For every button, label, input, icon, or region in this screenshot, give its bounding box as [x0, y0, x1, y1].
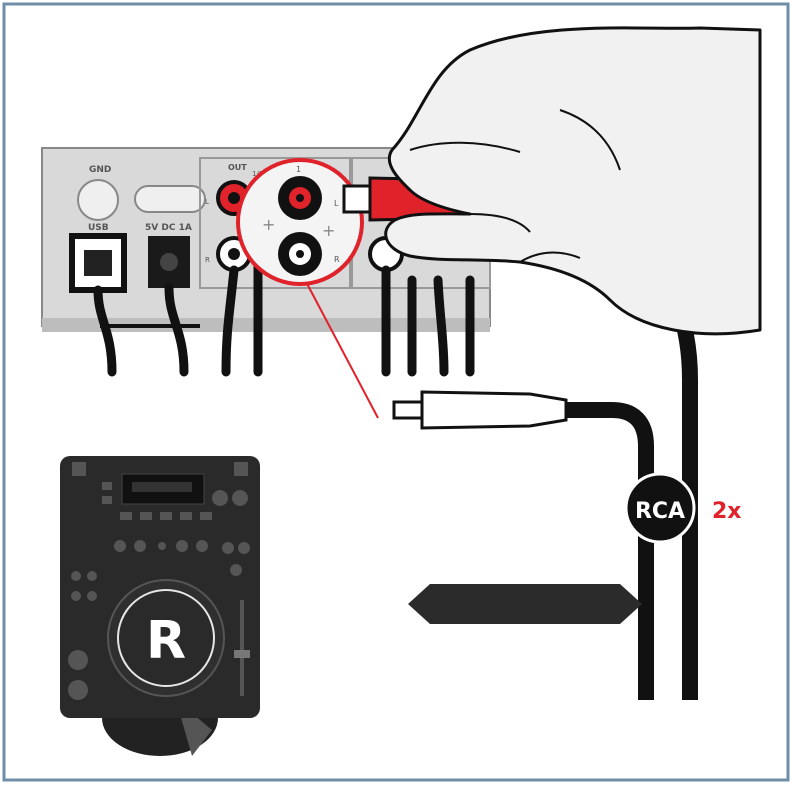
- rca-plug-white-icon: [420, 390, 568, 430]
- rca-badge: RCA 2x: [624, 472, 742, 544]
- usb-label: USB: [88, 223, 109, 233]
- side-label-l: L: [205, 198, 209, 206]
- cd-player-icon: R: [60, 456, 260, 756]
- gnd-terminal-icon: [77, 179, 119, 221]
- plus-label-lower: +: [322, 221, 335, 240]
- lock-slot-icon: [134, 185, 206, 213]
- magnifier: 1 L R + +: [236, 158, 379, 419]
- out-num-label: 1: [296, 165, 301, 174]
- hand-icon: [384, 26, 762, 336]
- rca-badge-text: RCA: [635, 499, 685, 524]
- gnd-label: GND: [89, 165, 111, 175]
- plus-label-upper: +: [262, 215, 275, 234]
- device-cables: [93, 235, 475, 377]
- power-label: 5V DC 1A: [145, 223, 192, 233]
- magnifier-pointer: [303, 277, 379, 419]
- jack-label-l: L: [334, 199, 339, 208]
- side-label-r: R: [205, 256, 210, 264]
- jack-label-r: R: [334, 255, 340, 264]
- rca-cable-white: [392, 390, 654, 700]
- out-label: OUT: [228, 163, 247, 172]
- player-channel-label: R: [146, 611, 186, 671]
- rca-multiplier: 2x: [712, 499, 742, 524]
- out-12-label: 1/2: [252, 170, 263, 178]
- arrow-icon: [408, 584, 642, 624]
